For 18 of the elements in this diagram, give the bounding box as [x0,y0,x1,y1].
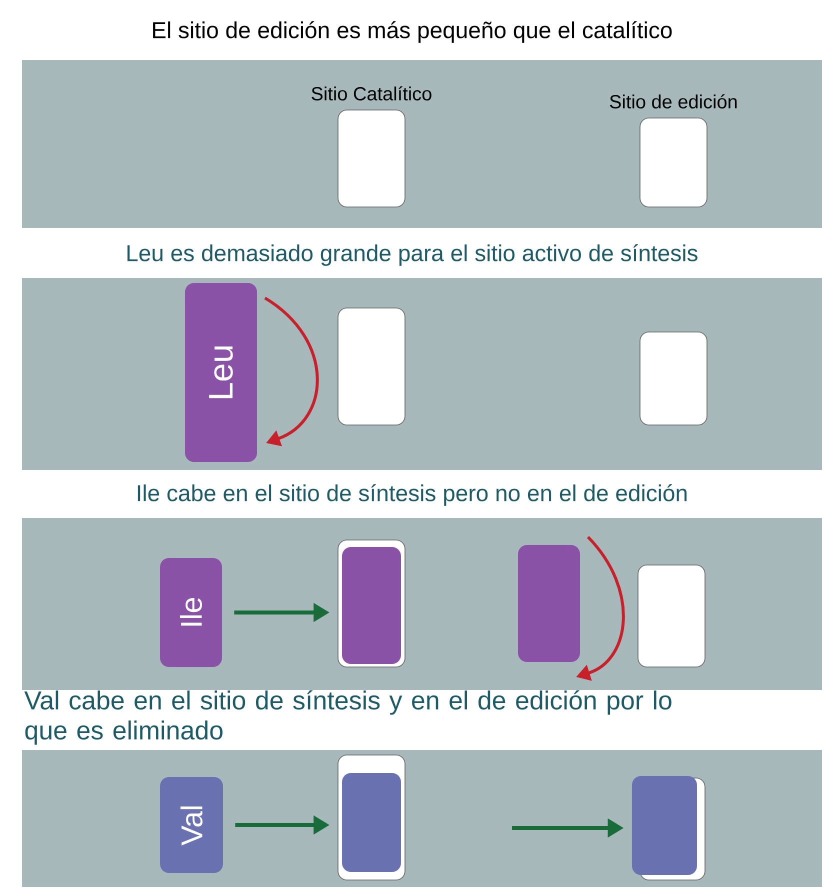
heading: Leu es demasiado grande para el sitio activo de síntesis [128,244,698,266]
title: El sitio de edición es más pequeño que el catalítico [153,21,672,43]
amino-acid-block: Leu [185,283,257,462]
heading: Val cabe en el sitio de síntesis y en el de edición por lo que es eliminado [24,690,672,745]
binding-site-box: Sitio de edición [610,94,737,208]
node-label: Sitio Catalítico [312,86,432,100]
amino-acid-block [342,547,401,664]
binding-site-box [638,564,706,668]
amino-acid-block [632,776,697,875]
amino-acid-block: Ile [160,558,222,667]
amino-acid-block [518,545,580,662]
amino-acid-block [342,773,401,872]
binding-site-box: Sitio Catalítico [312,86,432,208]
amino-acid-block: Val [160,777,223,873]
heading: Ile cabe en el sitio de síntesis pero no en el de edición [138,484,687,506]
binding-site-box [338,308,406,426]
node-label: Sitio de edición [610,94,737,108]
binding-site-box [640,332,708,426]
